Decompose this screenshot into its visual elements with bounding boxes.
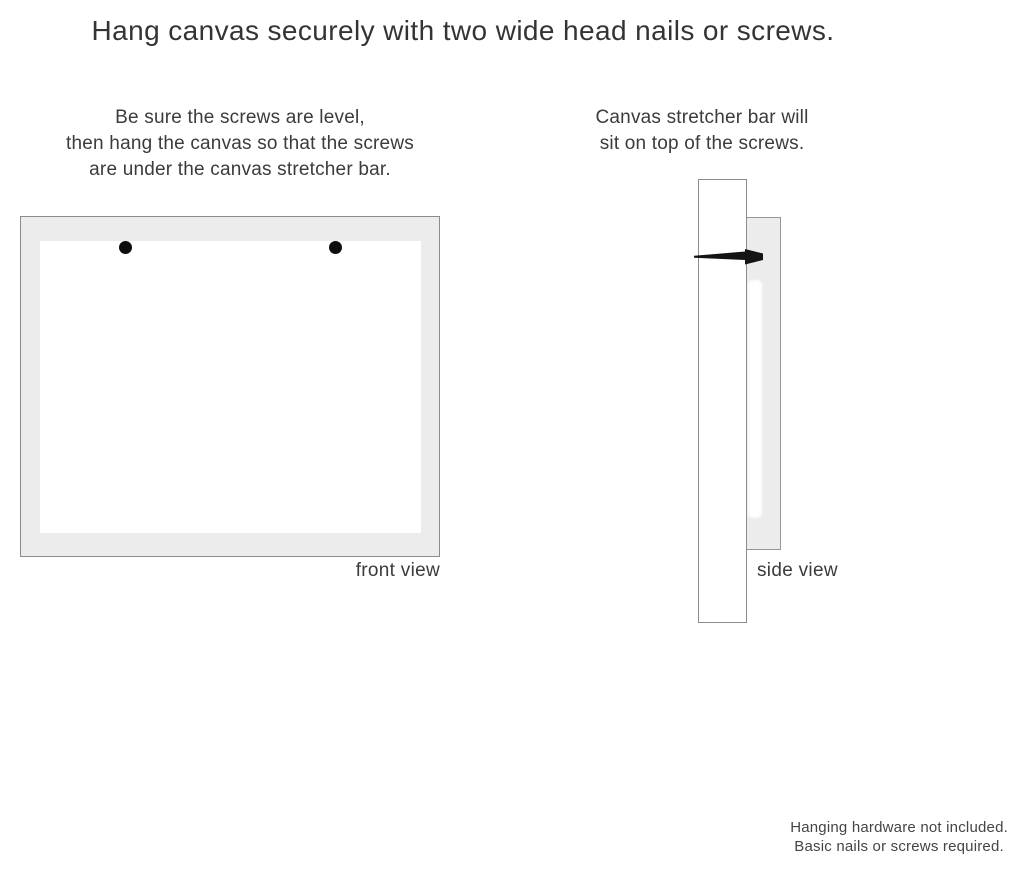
instruction-left-line-3: are under the canvas stretcher bar. [89, 159, 391, 180]
screw-dot-right [329, 241, 342, 254]
nail-icon [694, 249, 763, 265]
instruction-right-line-2: sit on top of the screws. [599, 133, 805, 154]
instruction-right: Canvas stretcher bar will sit on top of … [562, 105, 842, 157]
page-title: Hang canvas securely with two wide head … [91, 15, 835, 46]
instruction-right-line-1: Canvas stretcher bar will [595, 107, 809, 128]
screw-dot-left [119, 241, 132, 254]
instruction-left: Be sure the screws are level, then hang … [20, 105, 460, 183]
instruction-left-line-1: Be sure the screws are level, [115, 107, 365, 128]
front-view-canvas-frame [20, 216, 440, 557]
front-view-canvas-face [40, 241, 421, 533]
front-view-label: front view [355, 560, 440, 581]
side-view-canvas [746, 217, 781, 550]
footer-note-line-2: Basic nails or screws required. [794, 838, 1004, 855]
footer-note: Hanging hardware not included. Basic nai… [790, 818, 1008, 856]
instruction-left-line-2: then hang the canvas so that the screws [66, 133, 414, 154]
side-view-label: side view [757, 560, 838, 581]
side-view-canvas-face [748, 280, 762, 518]
footer-note-line-1: Hanging hardware not included. [790, 819, 1008, 836]
